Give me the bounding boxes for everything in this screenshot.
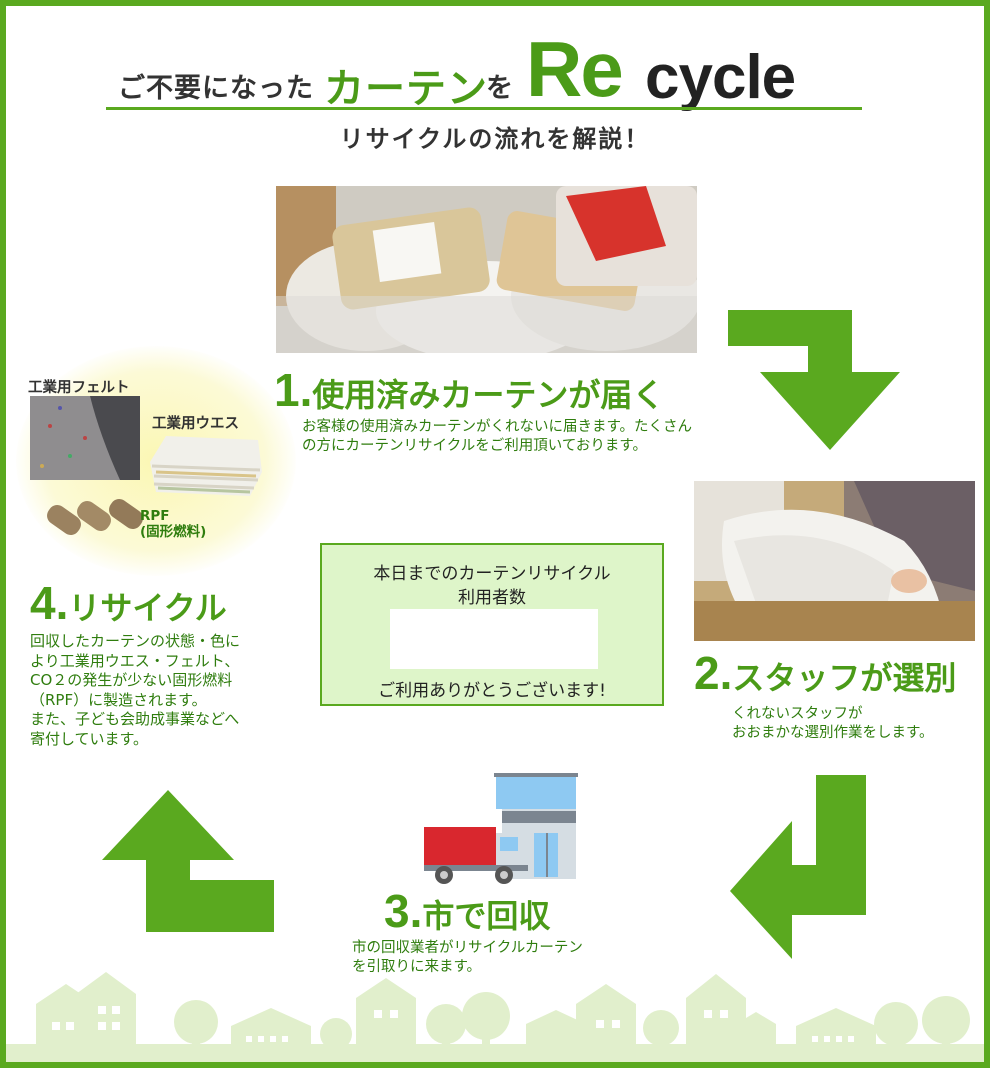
truck-building-illustration (424, 773, 578, 884)
counter-label-line2: 利用者数 (458, 588, 526, 608)
arrow-step3-to-step4 (102, 790, 274, 932)
product-label-rpf: RPF (固形燃料) (140, 508, 206, 540)
step3-description: 市の回収業者がリサイクルカーテン を引取りに来ます。 (352, 939, 652, 976)
step3-number: 3. (384, 885, 423, 937)
step2-number: 2. (694, 647, 733, 699)
step1-heading: 使用済みカーテンが届く (312, 376, 665, 414)
step2-title: 2.スタッフが選別 (694, 646, 956, 700)
step4-line4: （RPF）に製造されます。 (30, 690, 207, 709)
photo-received-curtains (276, 186, 697, 353)
arrow-step1-to-step2 (728, 310, 900, 450)
step4-line5: また、子ども会助成事業などへ (30, 710, 240, 728)
step4-line3: CO２の発生が少ない固形燃料 (30, 671, 233, 689)
rpf-line2: (固形燃料) (140, 524, 207, 540)
step3-line1: 市の回収業者がリサイクルカーテン (352, 940, 583, 956)
step2-heading: スタッフが選別 (732, 659, 957, 697)
title-lead: ご不要になった (118, 73, 314, 104)
counter-thanks: ご利用ありがとうございます! (378, 681, 606, 701)
page-subtitle: リサイクルの流れを解説！ (339, 125, 651, 153)
step2-line2: おおまかな選別作業をします。 (732, 724, 934, 741)
rpf-line1: RPF (140, 508, 170, 524)
town-silhouette-footer (6, 972, 984, 1062)
step1-title: 1.使用済みカーテンが届く (274, 363, 664, 417)
counter-value (390, 609, 598, 669)
arrow-step2-to-step3 (730, 775, 866, 959)
counter-label-line1: 本日までのカーテンリサイクル (373, 564, 611, 584)
step1-description: お客様の使用済みカーテンがくれないに届きます。たくさんの方にカーテンリサイクルを… (302, 419, 693, 454)
felt-image (30, 396, 140, 480)
title-underline (106, 107, 862, 110)
page-title: ご不要になった カーテン を Re cycle (98, 20, 868, 116)
step3-line2: を引取りに来ます。 (352, 958, 482, 975)
step3-heading: 市で回収 (422, 897, 551, 935)
waste-cloth-image (150, 436, 262, 496)
title-re: Re (526, 25, 624, 113)
step4-heading: リサイクル (68, 589, 227, 627)
rpf-fuel-image (47, 499, 143, 535)
title-curtain: カーテン (324, 66, 488, 112)
step3-title: 3.市で回収 (384, 884, 550, 938)
title-particle: を (486, 73, 513, 104)
step4-line1: 回収したカーテンの状態・色に (30, 632, 241, 650)
step4-number: 4. (30, 577, 69, 629)
step2-line1: くれないスタッフが (732, 706, 863, 722)
recycle-user-counter: 本日までのカーテンリサイクル 利用者数 ご利用ありがとうございます! (320, 543, 664, 706)
product-label-felt: 工業用フェルト (28, 380, 130, 396)
step2-description: くれないスタッフが おおまかな選別作業をします。 (732, 705, 982, 742)
step4-title: 4.リサイクル (30, 576, 227, 630)
product-label-waste: 工業用ウエス (152, 416, 239, 432)
step4-line6: 寄付しています。 (30, 729, 149, 748)
step4-description: 回収したカーテンの状態・色に より工業用ウエス・フェルト、 CO２の発生が少ない… (30, 632, 300, 749)
title-cycle: cycle (645, 43, 796, 112)
photo-staff-sorting (694, 481, 975, 641)
step4-line2: より工業用ウエス・フェルト、 (30, 651, 240, 670)
